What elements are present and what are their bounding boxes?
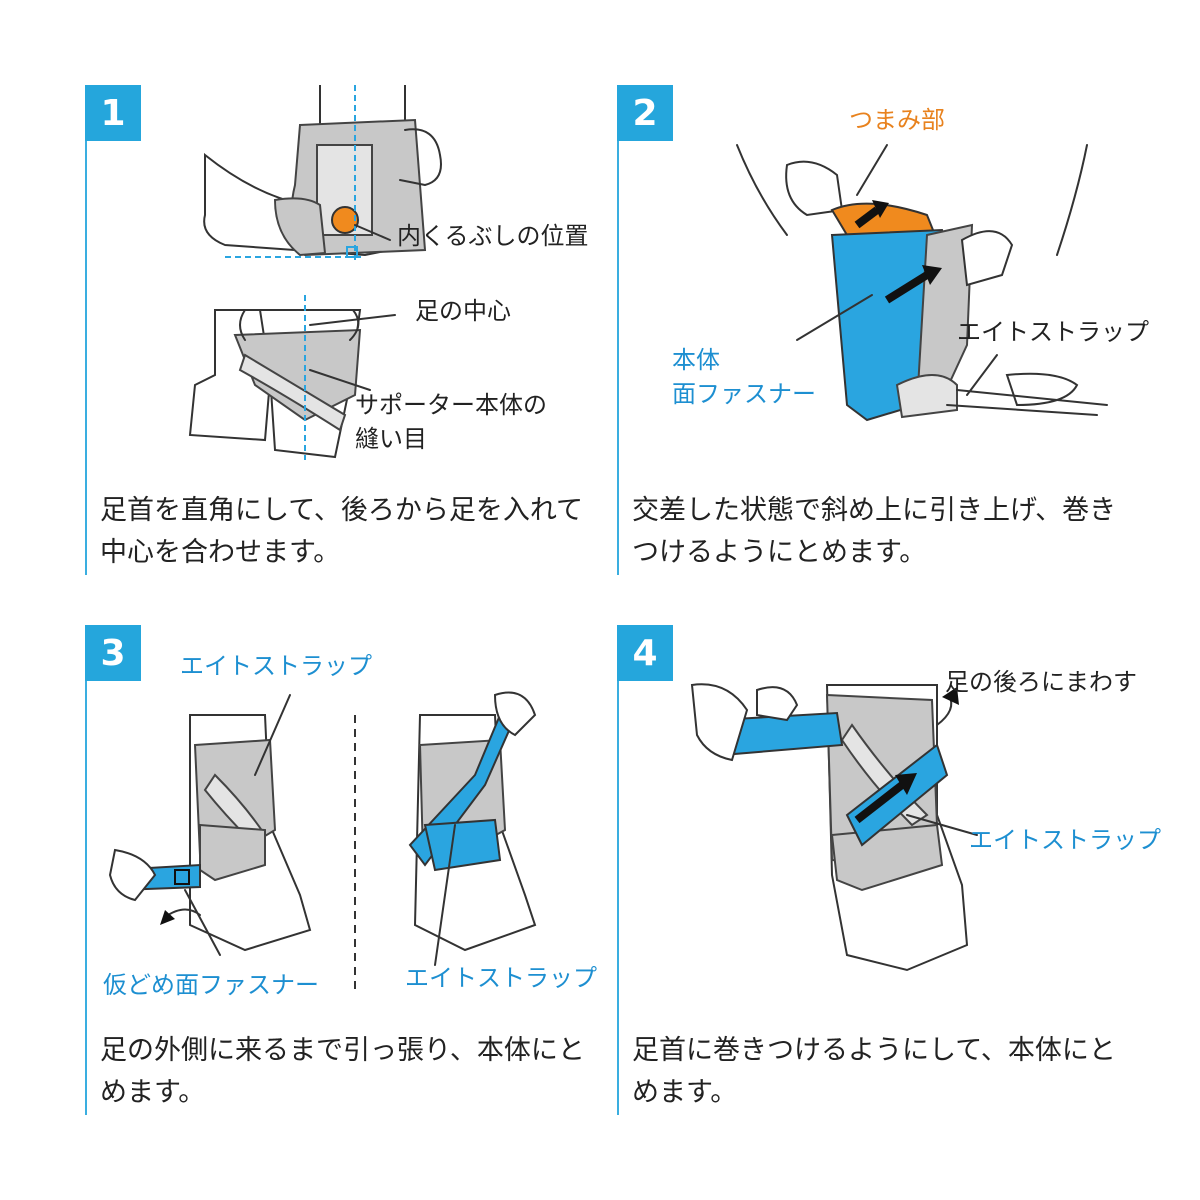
label-figure8-top: エイトストラップ — [180, 652, 372, 680]
step-2-divider — [617, 85, 619, 575]
step-1-badge: 1 — [85, 85, 141, 141]
step-4-illustration — [690, 683, 978, 972]
step-1-divider — [85, 85, 87, 575]
label-seam-line1: サポーター本体の — [355, 391, 547, 419]
step-3-divider — [85, 625, 87, 1115]
step-3-caption: 足の外側に来るまで引っ張り、本体にと めます。 — [100, 1035, 585, 1108]
step-4-caption: 足首に巻きつけるようにして、本体にと めます。 — [632, 1035, 1116, 1108]
label-foot-center: 足の中心 — [415, 297, 511, 325]
label-temp-fastener: 仮どめ面ファスナー — [103, 971, 319, 999]
step-4-panel: 4 足の後ろにまわす エイトストラップ 足首に巻きつけるようにして、本体にと め… — [617, 625, 1161, 1115]
step-2-panel: 2 つまみ部 エイトストラップ 本体 面ファスナー 交差した状態で斜め上に引き上… — [617, 85, 1149, 575]
step-4-divider — [617, 625, 619, 1115]
step-1-illustration — [188, 85, 442, 460]
label-tab: つまみ部 — [849, 106, 945, 134]
step-2-badge: 2 — [617, 85, 673, 141]
step-3-badge: 3 — [85, 625, 141, 681]
step-1-panel: 1 内くるぶしの位置 足の中心 サポーター本体の 縫い目 足首を直角にして、後ろ… — [85, 85, 605, 575]
label-figure8-bottom: エイトストラップ — [405, 964, 597, 992]
label-figure8-step2: エイトストラップ — [957, 318, 1149, 346]
label-seam-line2: 縫い目 — [355, 425, 427, 453]
label-figure8-step4: エイトストラップ — [969, 826, 1161, 854]
step-3-illustration — [108, 691, 537, 995]
step-2-caption: 交差した状態で斜め上に引き上げ、巻き つけるようにとめます。 — [632, 495, 1117, 568]
step-2-illustration — [736, 144, 1108, 422]
label-wrap-back: 足の後ろにまわす — [945, 668, 1137, 696]
step-4-badge: 4 — [617, 625, 673, 681]
step-3-panel: 3 エイトストラップ 仮どめ面ファスナー エイトストラップ 足の外側に来るまで引… — [85, 625, 605, 1115]
label-body-line2: 面ファスナー — [672, 380, 816, 408]
label-body-line1: 本体 — [672, 346, 720, 374]
step-1-caption: 足首を直角にして、後ろから足を入れて 中心を合わせます。 — [100, 495, 584, 568]
label-ankle-bone: 内くるぶしの位置 — [397, 222, 589, 250]
